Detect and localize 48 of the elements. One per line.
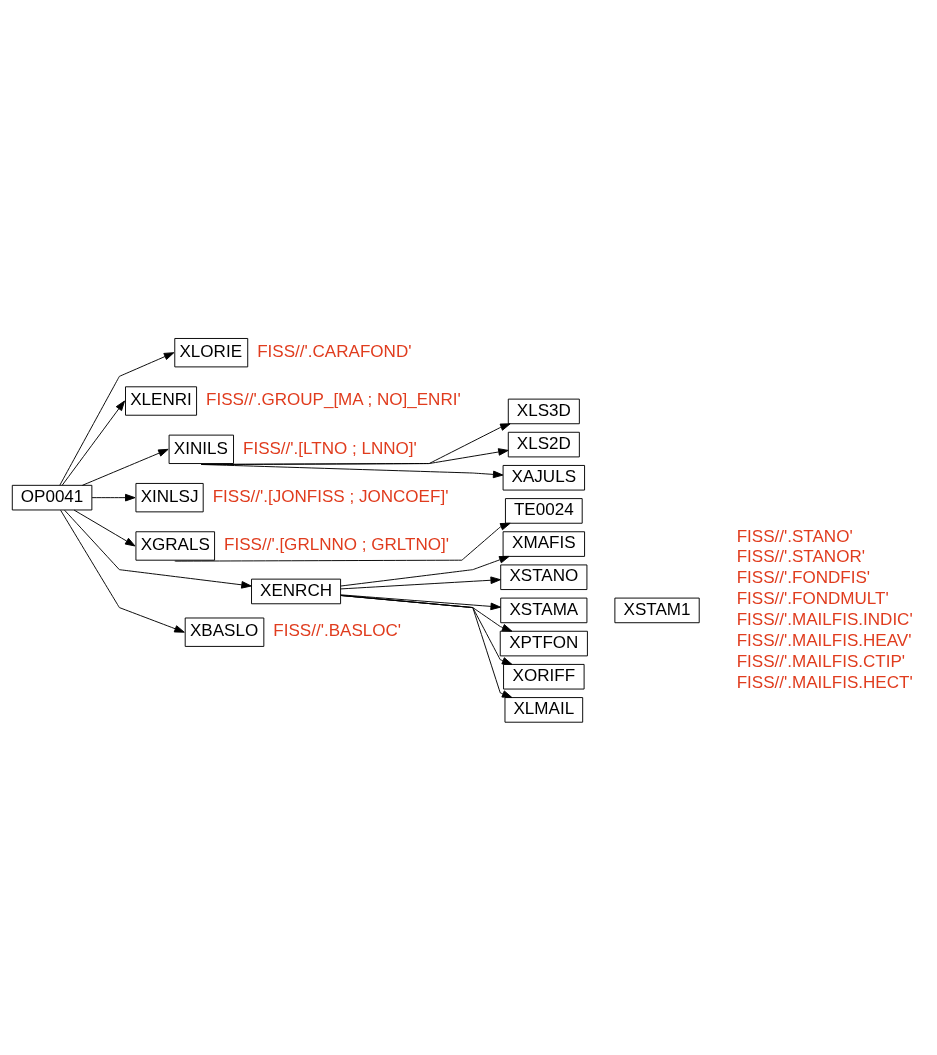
arrow <box>340 595 513 665</box>
arrow <box>60 509 185 633</box>
node-box: TE0024 <box>504 498 583 524</box>
node-box: XSTANO <box>500 564 588 591</box>
arrow <box>340 594 501 611</box>
node-label: FISS//'.[GRLNNO ; GRLTNO]' <box>224 535 450 555</box>
label: FISS//'.MAILFIS.HECT' <box>736 672 913 692</box>
arrow <box>73 509 136 547</box>
label: FISS//'.STANO' <box>736 526 853 546</box>
node-box: XBASLO <box>184 617 265 647</box>
arrow <box>61 400 126 486</box>
node-box: XINLSJ <box>135 482 204 513</box>
node-label: FISS//'.[LTNO ; LNNO]' <box>243 438 417 458</box>
node-box: XPTFON <box>499 630 588 657</box>
label: FISS//'.FONDMULT' <box>736 589 889 609</box>
node-box: OP0041 <box>11 484 93 511</box>
node-box: XINILS <box>168 434 234 464</box>
label: FISS//'.MAILFIS.HEAV' <box>736 630 912 650</box>
node-box: XAJULS <box>502 464 586 491</box>
node-box: XLENRI <box>125 386 198 416</box>
node-box: XSTAMA <box>500 597 588 624</box>
arrow <box>81 448 169 486</box>
node-label: FISS//'.BASLOC' <box>273 621 402 641</box>
node-box: XGRALS <box>135 531 216 561</box>
arrow <box>64 509 252 589</box>
node-box: XLS3D <box>507 398 580 425</box>
arrow <box>91 493 136 502</box>
node-box: XLS2D <box>507 431 580 458</box>
label: FISS//'.MAILFIS.CTIP' <box>736 651 906 671</box>
node-label: FISS//'.GROUP_[MA ; NO]_ENRI' <box>206 390 461 410</box>
node-label: FISS//'.CARAFOND' <box>257 341 412 361</box>
label: FISS//'.STANOR' <box>736 547 866 567</box>
label: FISS//'.FONDFIS' <box>736 568 871 588</box>
node-box: XLORIE <box>174 338 249 368</box>
node-box: XSTAM1 <box>614 597 700 624</box>
node-box: XENRCH <box>251 578 342 605</box>
label: FISS//'.MAILFIS.INDIC' <box>736 610 913 629</box>
arrow <box>59 352 175 486</box>
arrow <box>200 464 504 479</box>
arrow <box>340 595 513 632</box>
arrow <box>340 576 501 590</box>
node-box: XMAFIS <box>502 531 586 557</box>
arrow <box>174 522 511 562</box>
arrow <box>340 595 513 698</box>
node-label: FISS//'.[JONFISS ; JONCOEF]' <box>212 486 449 506</box>
node-box: XLMAIL <box>504 697 584 723</box>
arrow <box>340 555 510 587</box>
node-box: XORIFF <box>503 663 585 690</box>
